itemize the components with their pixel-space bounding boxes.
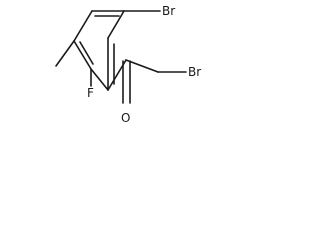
- fluorine-atom-label: F: [87, 86, 94, 100]
- ring-bond-c4-c5: [73, 40, 92, 70]
- ring-bond-c4-c5-inner: [79, 41, 94, 65]
- ring-bond-c5-c6: [90, 68, 109, 91]
- ring-bond-c1-c2: [107, 10, 125, 39]
- bond-carbonyl-ch2: [125, 59, 159, 73]
- bond-methyl: [55, 40, 75, 67]
- bromine-atom-label-side: Br: [188, 65, 201, 79]
- benzene-ring: [73, 10, 125, 91]
- ring-bond-c3-c4: [73, 10, 93, 42]
- molecule-structure-diagram: Br F O Br: [55, 4, 201, 125]
- bromine-atom-label-ring: Br: [162, 4, 175, 18]
- oxygen-atom-label: O: [121, 111, 130, 125]
